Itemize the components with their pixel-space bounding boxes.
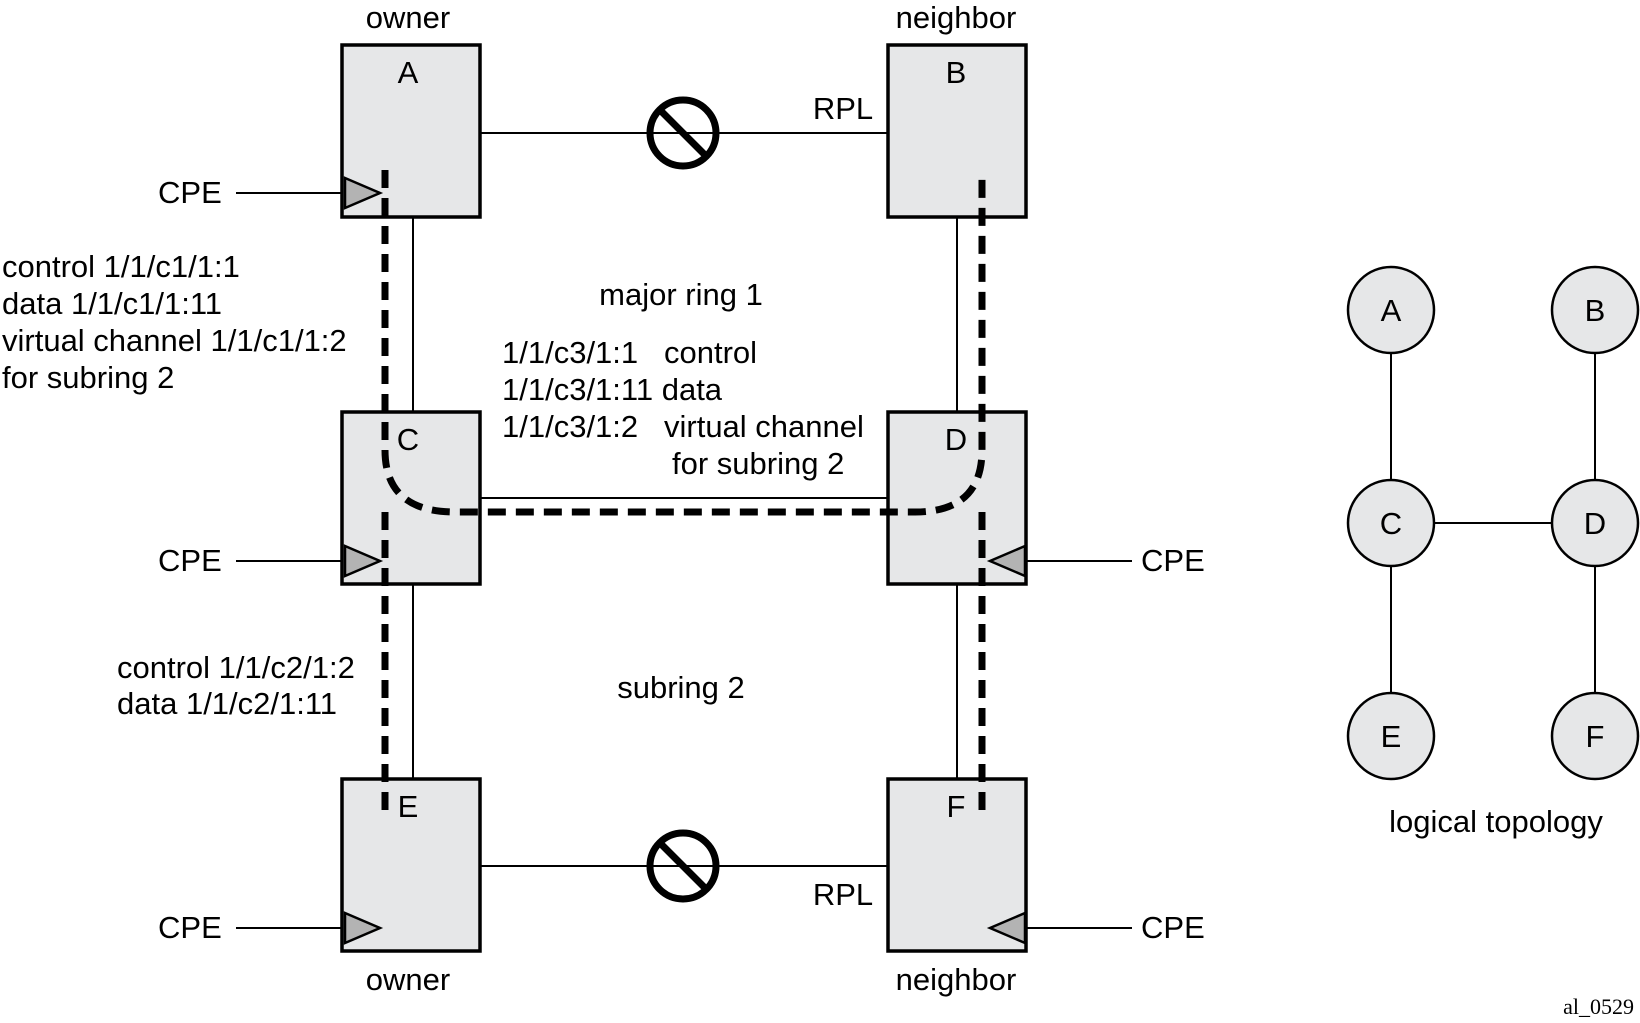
logical-topology: A B C D E F logical topology [1346,265,1640,839]
ac-link-annotation: control 1/1/c1/1:1 data 1/1/c1/1:11 virt… [2,249,347,395]
logical-node-label: F [1586,719,1605,754]
node-e-label: E [398,789,419,824]
port-a-icon [343,176,384,210]
role-neighbor-f: neighbor [896,962,1017,997]
figure-id: al_0529 [1563,994,1634,1019]
blocked-port-icon [646,96,720,170]
cd-link-annotation: 1/1/c3/1:1 control 1/1/c3/1:11 data 1/1/… [502,335,864,481]
major-ring-label: major ring 1 [599,277,763,312]
node-f-label: F [947,789,966,824]
annotation-line: data 1/1/c1/1:11 [2,286,222,321]
logical-node-label: C [1380,506,1402,541]
logical-node-label: D [1584,506,1606,541]
role-owner-e: owner [366,962,450,997]
logical-node-label: A [1381,293,1402,328]
port-e-icon [343,911,384,945]
node-b [886,43,1028,219]
rpl-label-bottom: RPL [813,877,873,912]
logical-node-d [1550,478,1640,568]
logical-node-c [1346,478,1436,568]
cpe-label-e: CPE [158,910,222,945]
port-d-icon [986,544,1027,578]
annotation-line: 1/1/c3/1:11 data [502,372,723,407]
role-owner-a: owner [366,0,450,35]
logical-node-label: E [1381,719,1402,754]
annotation-line: control 1/1/c2/1:2 [117,650,355,685]
node-b-label: B [946,55,967,90]
port-f-icon [986,911,1027,945]
blocked-port-icon [646,829,720,903]
node-c-label: C [397,422,419,457]
logical-node-f [1550,691,1640,781]
cpe-label-d: CPE [1141,543,1205,578]
annotation-line: 1/1/c3/1:2 virtual channel [502,409,864,444]
ce-link-annotation: control 1/1/c2/1:2 data 1/1/c2/1:11 [117,650,355,721]
logical-node-label: B [1585,293,1606,328]
logical-topology-title: logical topology [1389,804,1603,839]
annotation-line: for subring 2 [672,446,844,481]
logical-node-e [1346,691,1436,781]
node-d-label: D [945,422,967,457]
cpe-label-f: CPE [1141,910,1205,945]
rpl-label-top: RPL [813,91,873,126]
virtual-channel-path [381,170,986,516]
logical-node-b [1550,265,1640,355]
annotation-line: virtual channel 1/1/c1/1:2 [2,323,347,358]
node-a-label: A [398,55,419,90]
subring-label: subring 2 [617,670,745,705]
role-neighbor-b: neighbor [896,0,1017,35]
node-d [886,410,1028,586]
cpe-label-a: CPE [158,175,222,210]
logical-node-a [1346,265,1436,355]
annotation-line: control 1/1/c1/1:1 [2,249,240,284]
port-c-icon [343,544,384,578]
annotation-line: 1/1/c3/1:1 control [502,335,757,370]
annotation-line: for subring 2 [2,360,174,395]
cpe-label-c: CPE [158,543,222,578]
annotation-line: data 1/1/c2/1:11 [117,686,337,721]
